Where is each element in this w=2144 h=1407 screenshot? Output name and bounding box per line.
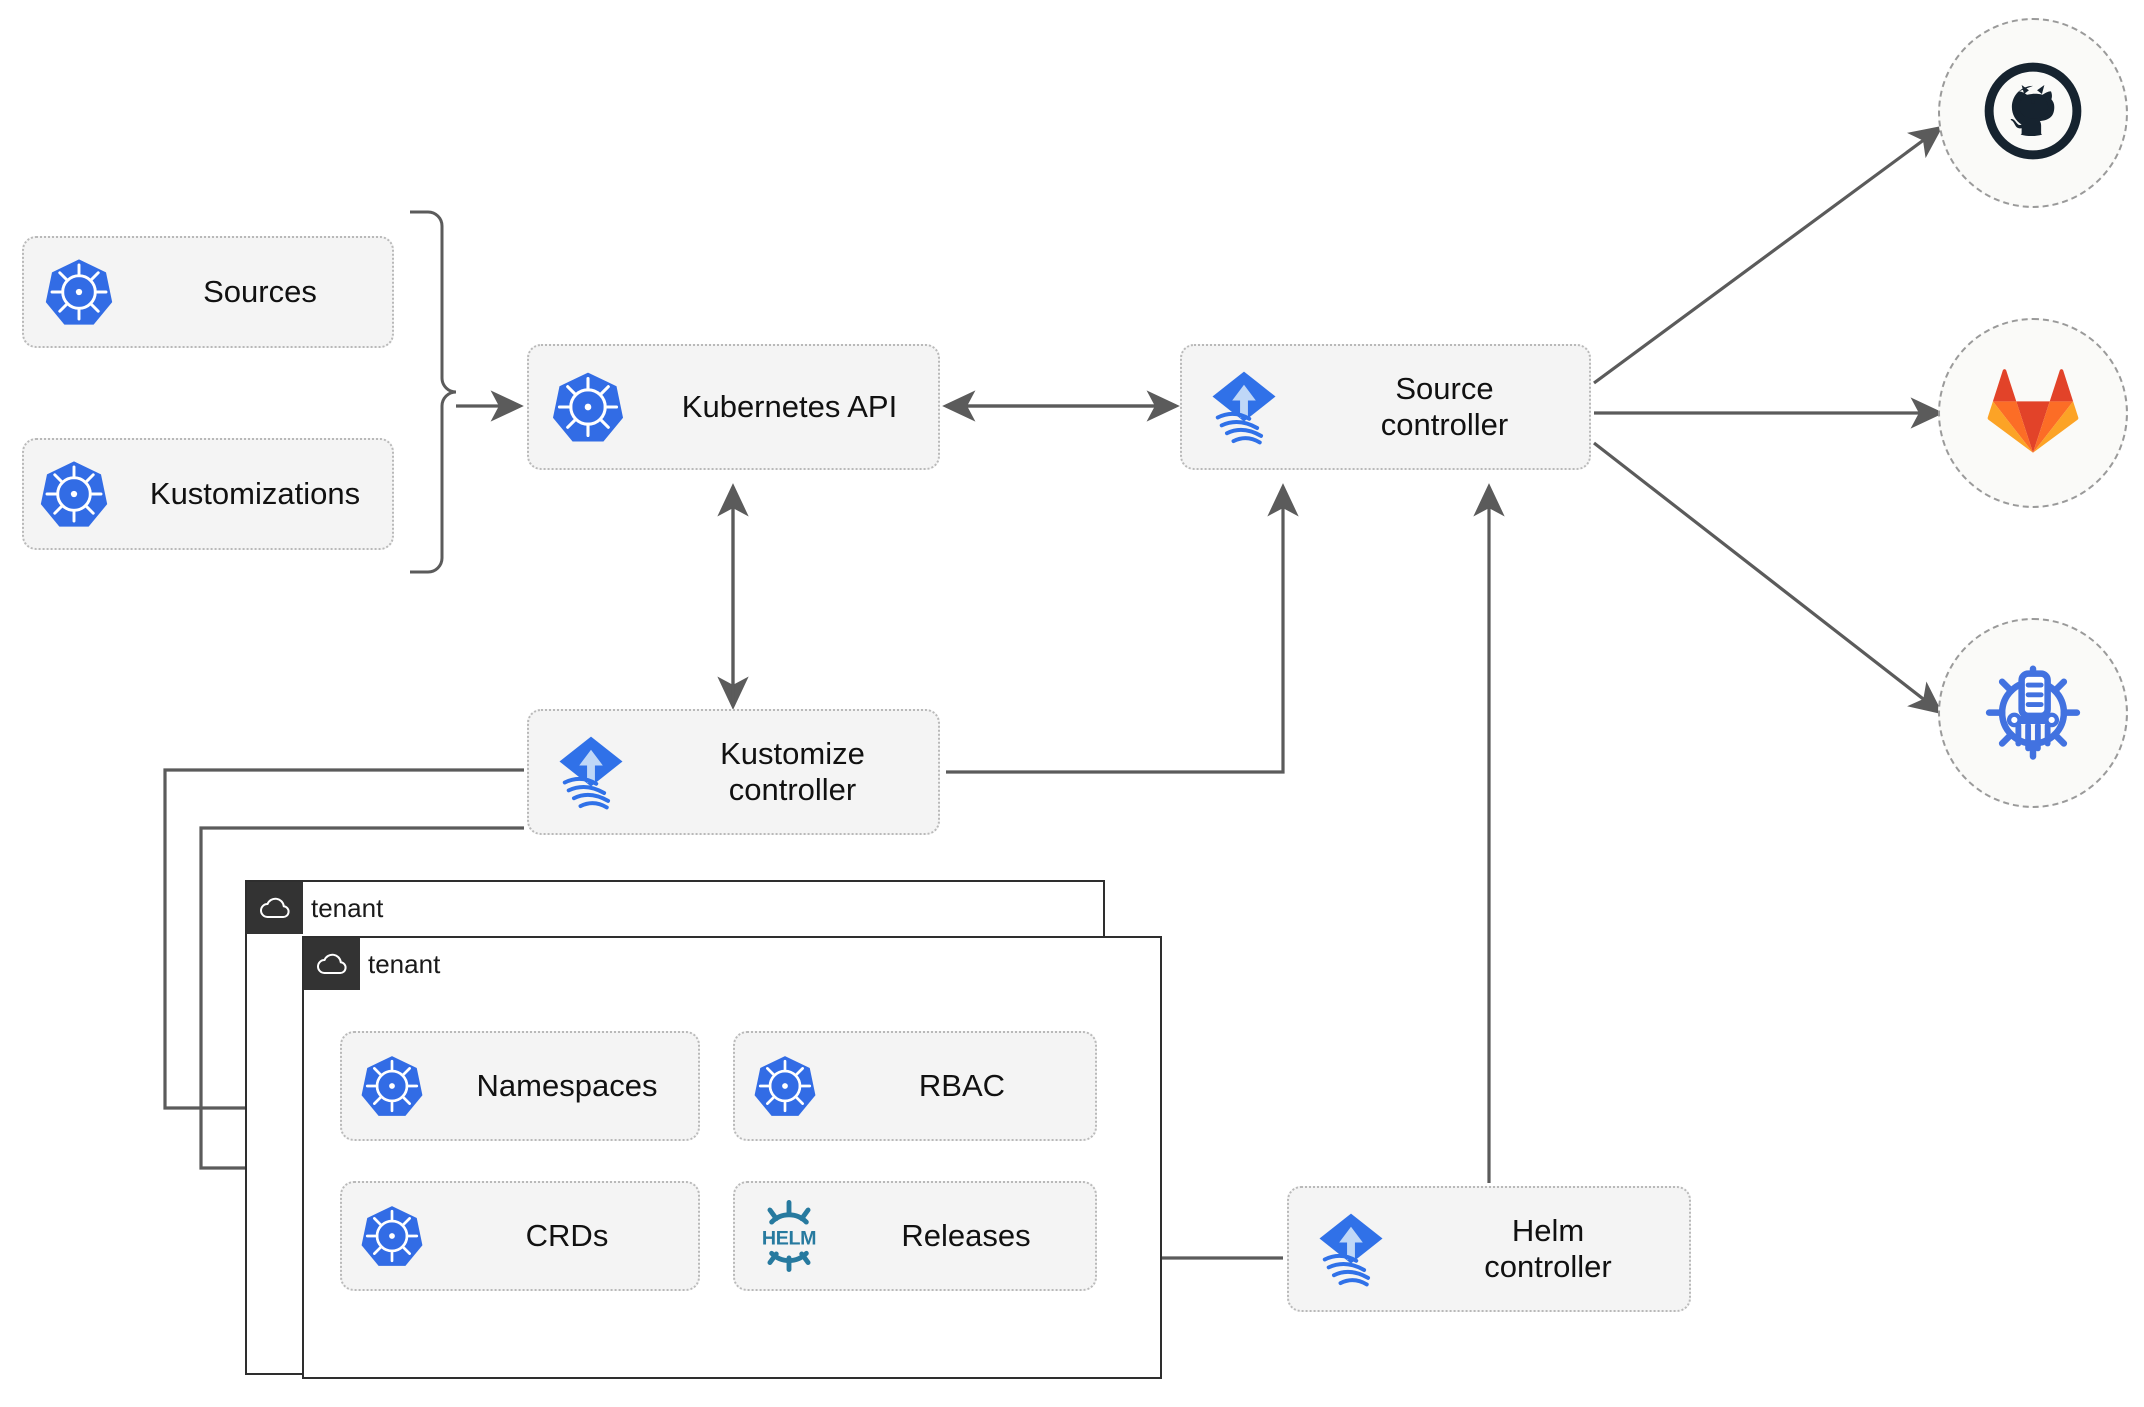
github-icon [1981,59,2085,168]
cloud-icon [247,882,303,934]
gitlab-icon [1983,363,2083,464]
node-kustomize-controller[interactable]: Kustomize controller [527,709,940,835]
kubernetes-icon [342,1203,442,1269]
kubernetes-icon [24,458,124,530]
node-helm-controller[interactable]: Helm controller [1287,1186,1691,1312]
node-label: Helm controller [1484,1213,1612,1284]
tenant-resource-namespaces[interactable]: Namespaces [340,1031,700,1141]
tenant-resource-label: Namespaces [476,1068,658,1104]
tenant-resource-label: CRDs [525,1218,609,1254]
provider-gitlab[interactable] [1938,318,2128,508]
node-label: Source controller [1380,371,1509,442]
helm-repository-icon [1981,659,2085,768]
kubernetes-icon [529,369,647,445]
resource-label: Sources [203,274,317,310]
provider-helm-repository[interactable] [1938,618,2128,808]
node-source-controller[interactable]: Source controller [1180,344,1591,470]
cloud-icon [304,938,360,990]
node-label: Kubernetes API [681,389,898,425]
kubernetes-icon [342,1053,442,1119]
kubernetes-icon [24,256,134,328]
tenant-label: tenant [368,948,441,979]
kubernetes-icon [735,1053,835,1119]
svg-text:HELM: HELM [762,1228,816,1250]
flux-icon [1182,365,1306,449]
tenant-resource-label: RBAC [918,1068,1006,1104]
tenant-label: tenant [311,892,384,923]
resource-box-sources[interactable]: Sources [22,236,394,348]
tenant-resource-crds[interactable]: CRDs [340,1181,700,1291]
resource-box-kustomizations[interactable]: Kustomizations [22,438,394,550]
node-label: Kustomize controller [720,736,865,807]
tenant-resource-rbac[interactable]: RBAC [733,1031,1097,1141]
tenant-resource-label: Releases [901,1218,1031,1254]
flux-icon [529,730,653,814]
helm-icon: HELM [735,1199,843,1273]
provider-github[interactable] [1938,18,2128,208]
node-kubernetes-api[interactable]: Kubernetes API [527,344,940,470]
resource-label: Kustomizations [149,476,361,512]
flux-icon [1289,1207,1413,1291]
tenant-resource-releases[interactable]: HELM Releases [733,1181,1097,1291]
tenant-panel-front[interactable]: tenant [302,936,1162,1379]
